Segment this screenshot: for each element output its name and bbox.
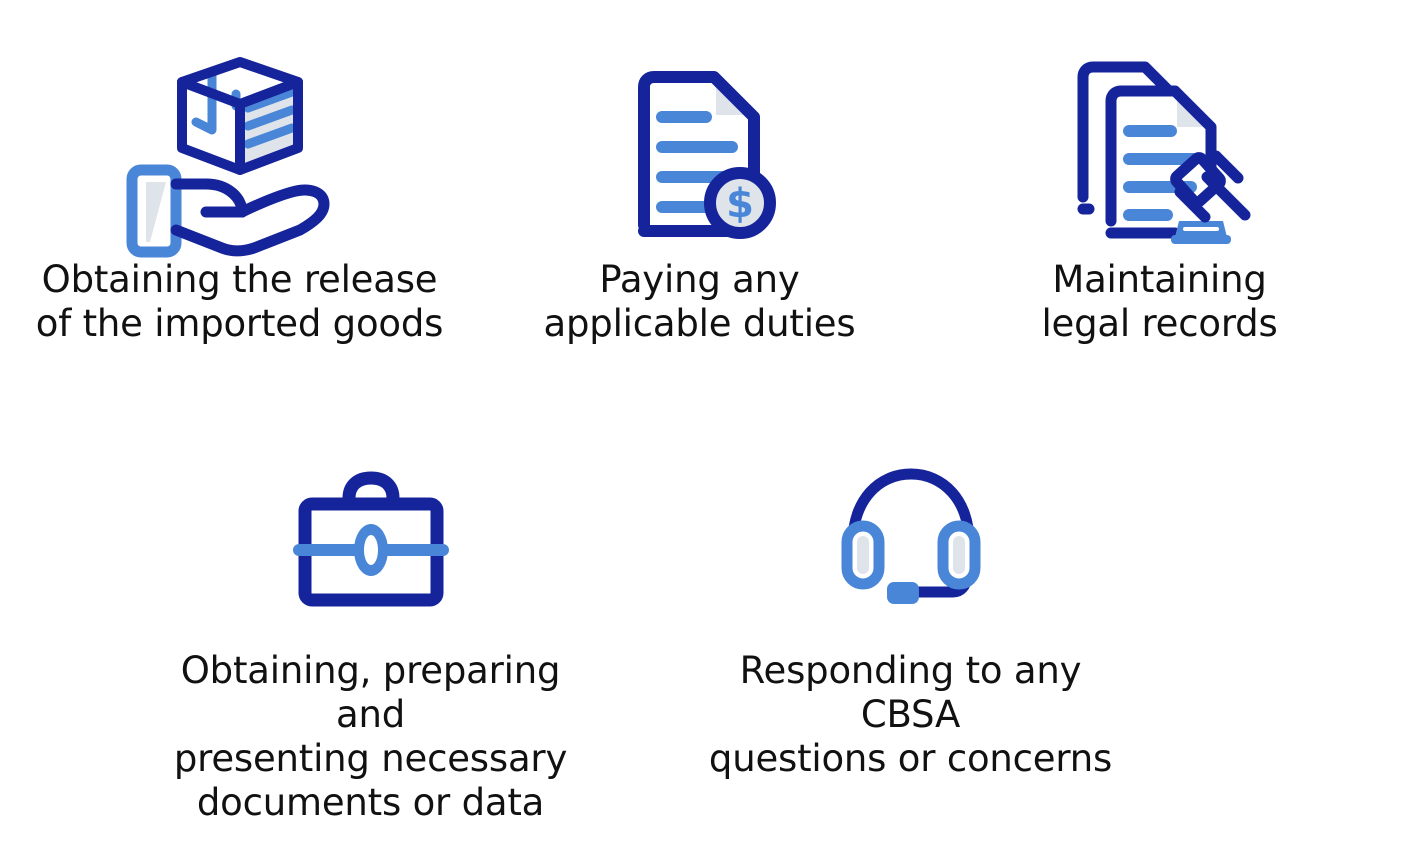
info-item-caption: Paying any applicable duties <box>543 258 856 346</box>
invoice-dollar-icon: $ <box>620 52 780 252</box>
documents-gavel-icon <box>1067 52 1252 252</box>
headset-icon <box>831 452 991 627</box>
info-item-caption: Obtaining, preparing and presenting nece… <box>173 649 568 825</box>
info-item-legal-records: Maintaining legal records <box>930 52 1390 346</box>
info-item-necessary-documents: Obtaining, preparing and presenting nece… <box>161 452 581 825</box>
info-item-caption: Responding to any CBSA questions or conc… <box>708 649 1113 781</box>
info-item-caption: Obtaining the release of the imported go… <box>35 258 444 346</box>
briefcase-icon <box>291 452 451 627</box>
infographic-row-top: Obtaining the release of the imported go… <box>0 52 1401 346</box>
info-item-release-of-goods: Obtaining the release of the imported go… <box>10 52 470 346</box>
info-item-cbsa-questions: Responding to any CBSA questions or conc… <box>701 452 1121 781</box>
package-in-hand-icon <box>124 52 356 258</box>
infographic-row-bottom: Obtaining, preparing and presenting nece… <box>0 452 1401 825</box>
svg-text:$: $ <box>726 181 754 227</box>
info-item-caption: Maintaining legal records <box>1041 258 1278 346</box>
info-item-applicable-duties: $ Paying any applicable duties <box>470 52 930 346</box>
